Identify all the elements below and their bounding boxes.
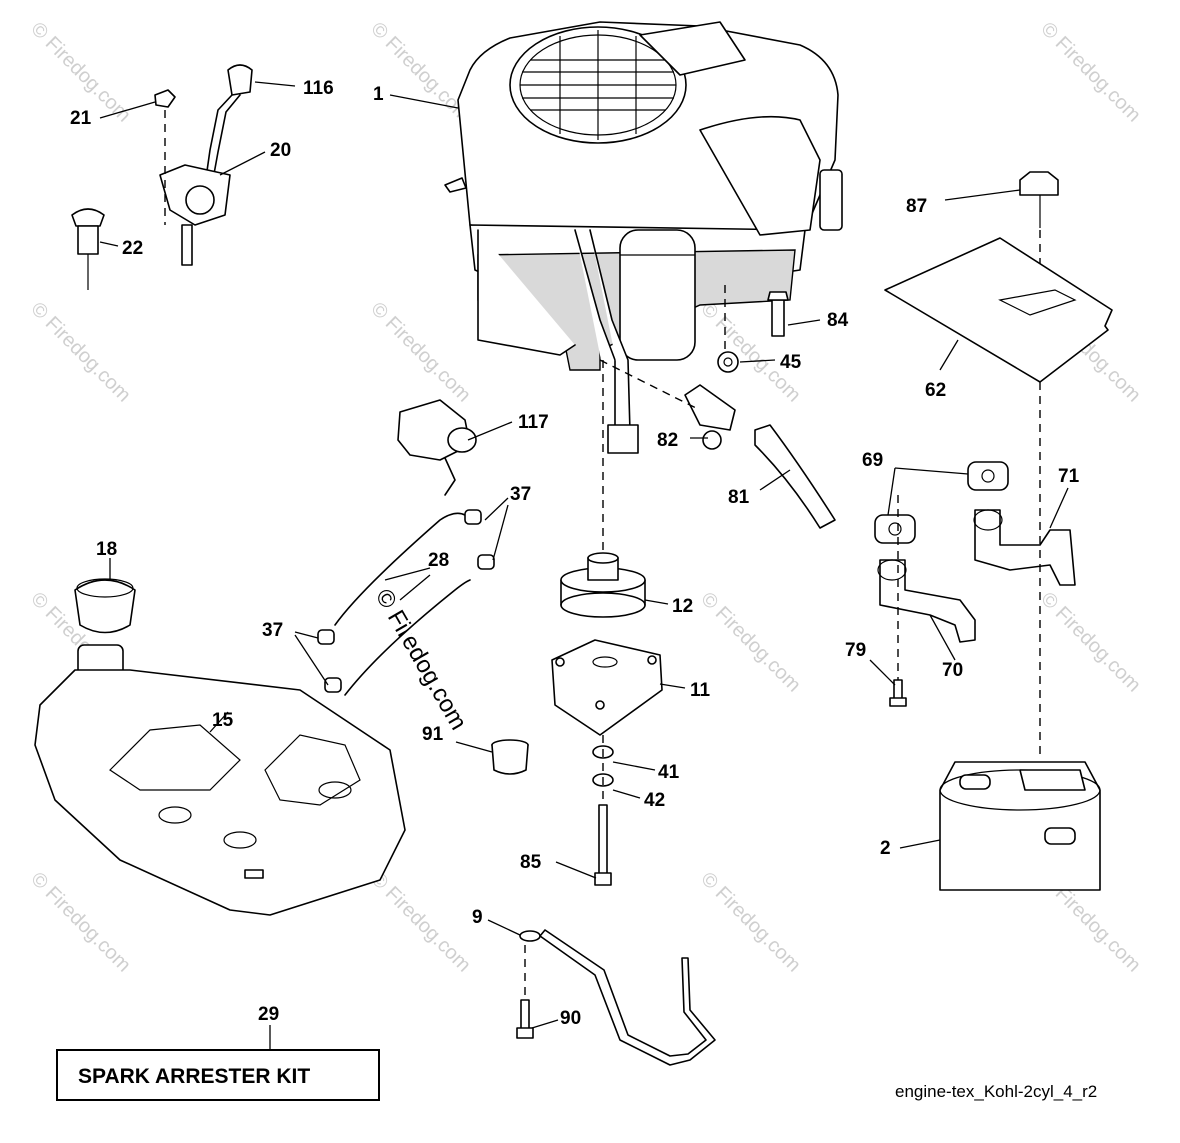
callout-2: 2 (880, 838, 891, 859)
engine-fan-grille (520, 30, 676, 140)
clutch-stack-drawing (551, 360, 663, 886)
callout-81: 81 (728, 487, 750, 508)
throttle-control-drawing (71, 64, 253, 290)
muffler-drawing (939, 382, 1101, 891)
watermark-10: © Firedog.com (1036, 588, 1145, 697)
callout-15: 15 (212, 710, 234, 731)
watermark-4: © Firedog.com (26, 298, 135, 407)
callout-1: 1 (373, 84, 384, 105)
watermark-11: © Firedog.com (26, 868, 135, 977)
callout-84: 84 (827, 310, 849, 331)
fuel-lines-drawing (317, 509, 495, 696)
callout-71: 71 (1058, 466, 1080, 487)
spark-arrester-kit: SPARK ARRESTER KIT (56, 1049, 380, 1101)
callout-91: 91 (422, 724, 444, 745)
bushing-drawing (491, 739, 529, 775)
watermark-12: © Firedog.com (366, 868, 475, 977)
callout-79: 79 (845, 640, 866, 661)
watermark-5: © Firedog.com (366, 298, 475, 407)
callout-29: 29 (258, 1004, 279, 1025)
callout-82: 82 (657, 430, 678, 451)
watermark-9: © Firedog.com (696, 588, 805, 697)
fuel-tank-drawing (34, 578, 406, 916)
callout-12: 12 (672, 596, 693, 617)
callout-87: 87 (906, 196, 927, 217)
rod-drawing (516, 929, 716, 1066)
spark-arrester-kit-label: SPARK ARRESTER KIT (78, 1065, 310, 1088)
callout-37-left: 37 (262, 620, 283, 641)
callout-20: 20 (270, 140, 291, 161)
callout-45: 45 (780, 352, 802, 373)
leader-lines (99, 81, 1069, 1050)
heat-shield-drawing (717, 171, 1113, 383)
exhaust-pipes-drawing (874, 461, 1076, 707)
watermark-13: © Firedog.com (696, 868, 805, 977)
callout-41: 41 (658, 762, 680, 783)
callout-22: 22 (122, 238, 143, 259)
callout-42: 42 (644, 790, 665, 811)
callout-labels: 1 116 21 20 22 87 84 45 62 117 82 81 37 … (70, 78, 1080, 1029)
callout-11: 11 (690, 680, 711, 701)
callout-21: 21 (70, 108, 92, 129)
fuel-components-drawing (397, 359, 836, 529)
watermark-3: © Firedog.com (1036, 18, 1145, 127)
callout-117: 117 (518, 412, 549, 433)
callout-69: 69 (862, 450, 883, 471)
callout-9: 9 (472, 907, 483, 928)
callout-62: 62 (925, 380, 946, 401)
callout-28: 28 (428, 550, 449, 571)
watermark-center: © Firedog.com (370, 585, 472, 735)
drawing-reference: engine-tex_Kohl-2cyl_4_r2 (895, 1082, 1097, 1101)
callout-70: 70 (942, 660, 963, 681)
callout-37-top: 37 (510, 484, 531, 505)
callout-90: 90 (560, 1008, 581, 1029)
callout-18: 18 (96, 539, 117, 560)
callout-116: 116 (303, 78, 334, 99)
callout-85: 85 (520, 852, 542, 873)
engine-drawing (444, 21, 843, 454)
